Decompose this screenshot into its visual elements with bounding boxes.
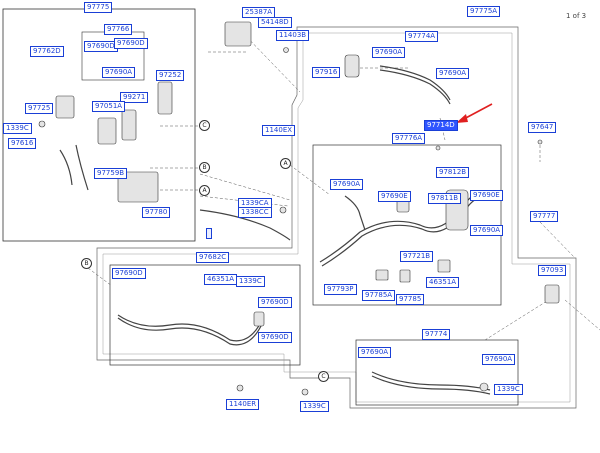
ref-circle-a: A [199,185,210,196]
outline-outer [96,26,577,409]
part-label-46351a[interactable]: 46351A [426,277,460,288]
part-label-1339c[interactable]: 1339C [236,276,265,287]
part-label-1339c[interactable]: 1339C [300,401,329,412]
part-label-97690a[interactable]: 97690A [470,225,504,236]
group-box-97682c [109,264,301,366]
highlight-arrow [456,103,493,123]
part-label-97793p[interactable]: 97793P [324,284,357,295]
part-label-97647[interactable]: 97647 [528,122,557,133]
part-label-97776a[interactable]: 97776A [392,133,426,144]
part-label-97774[interactable]: 97774 [422,329,451,340]
part-label-1338cc[interactable]: 1338CC [238,207,272,218]
ref-circle-c: C [199,120,210,131]
part-label-46351a[interactable]: 46351A [204,274,238,285]
part-label-97777[interactable]: 97777 [530,211,559,222]
part-label-97051a[interactable]: 97051A [92,101,126,112]
ref-circle-a: A [280,158,291,169]
outline-inner [102,32,571,403]
ref-circle-b: B [81,258,92,269]
part-label-97690a[interactable]: 97690A [436,68,470,79]
part-label-97785a[interactable]: 97785A [362,290,396,301]
part-label-97780[interactable]: 97780 [142,207,171,218]
part-label-97725[interactable]: 97725 [25,103,54,114]
part-label-97252[interactable]: 97252 [156,70,185,81]
part-label-97690e[interactable]: 97690E [378,191,411,202]
part-label-97682c[interactable]: 97682C [196,252,230,263]
part-label-97759b[interactable]: 97759B [94,168,128,179]
part-label-97785[interactable]: 97785 [396,294,425,305]
ref-link-25-253[interactable] [206,228,212,239]
part-label-97775[interactable]: 97775 [84,2,113,13]
part-label-97916[interactable]: 97916 [312,67,341,78]
part-label-97690a[interactable]: 97690A [102,67,136,78]
part-label-97766[interactable]: 97766 [104,24,133,35]
part-label-1140ex[interactable]: 1140EX [262,125,296,136]
part-label-1339c[interactable]: 1339C [3,123,32,134]
ref-circle-c: C [318,371,329,382]
part-label-97690d[interactable]: 97690D [112,268,146,279]
part-label-97690d[interactable]: 97690D [114,38,148,49]
part-label-97690a[interactable]: 97690A [372,47,406,58]
part-label-97774a[interactable]: 97774A [405,31,439,42]
part-label-97616[interactable]: 97616 [8,138,37,149]
part-label-97690d[interactable]: 97690D [258,332,292,343]
group-box-97774 [355,339,519,406]
part-label-97812b[interactable]: 97812B [436,167,470,178]
part-label-97690a[interactable]: 97690A [358,347,392,358]
part-label-97721b[interactable]: 97721B [400,251,434,262]
part-label-1140er[interactable]: 1140ER [226,399,260,410]
part-label-97690d[interactable]: 97690D [84,41,118,52]
part-label-11403b[interactable]: 11403B [276,30,310,41]
part-label-97690a[interactable]: 97690A [330,179,364,190]
part-label-97811b[interactable]: 97811B [428,193,462,204]
part-label-97093[interactable]: 97093 [538,265,567,276]
part-label-1339c[interactable]: 1339C [494,384,523,395]
hose-lines [59,65,491,395]
part-label-97690d[interactable]: 97690D [258,297,292,308]
part-label-54148d[interactable]: 54148D [258,17,292,28]
part-label-99271[interactable]: 99271 [120,92,149,103]
page-indicator: 1 of 3 [566,12,587,20]
part-label-97690a[interactable]: 97690A [482,354,516,365]
part-label-97762d[interactable]: 97762D [30,46,64,57]
part-label-97690e[interactable]: 97690E [470,190,503,201]
ref-circle-b: B [199,162,210,173]
part-label-97775a[interactable]: 97775A [467,6,501,17]
part-label-97714d-highlighted[interactable]: 97714D [424,120,458,131]
